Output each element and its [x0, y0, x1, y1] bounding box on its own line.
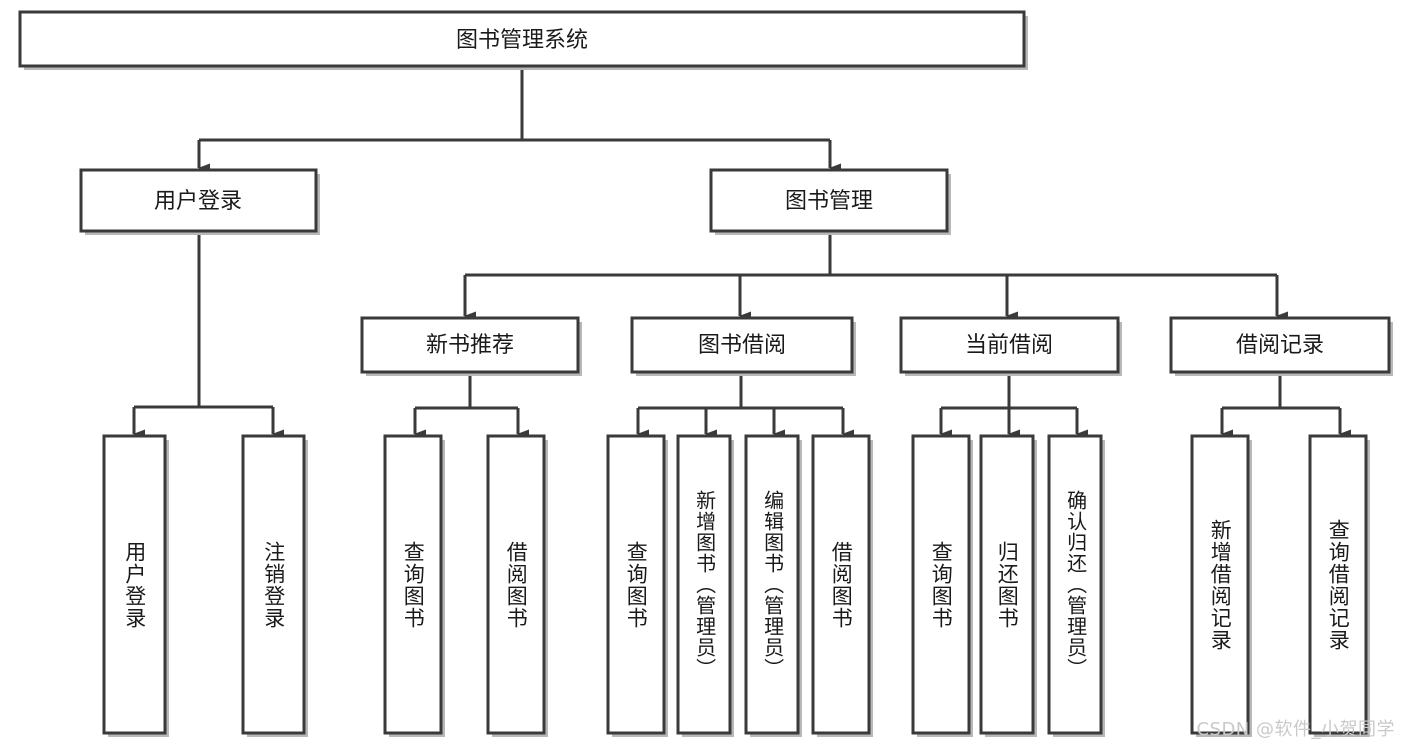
- node-record[interactable]: 借阅记录: [1169, 316, 1393, 376]
- leaf-add-book-box[interactable]: [676, 434, 732, 735]
- leaf-query-book-3-box[interactable]: [911, 434, 971, 735]
- leaf-query-book-2-box[interactable]: [606, 434, 666, 735]
- leaf-add-record-box[interactable]: [1190, 434, 1250, 735]
- node-borrow-label: 图书借阅: [698, 333, 786, 358]
- leaf-user-login-box[interactable]: [102, 434, 167, 735]
- node-newbook-box[interactable]: [360, 316, 580, 374]
- node-login-box[interactable]: [79, 168, 318, 233]
- node-login-label: 用户登录: [154, 189, 242, 214]
- node-current-box[interactable]: [899, 316, 1120, 374]
- node-current-label: 当前借阅: [965, 333, 1053, 358]
- leaf-user-logout-box[interactable]: [241, 434, 306, 735]
- leaf-return-book-box[interactable]: [979, 434, 1035, 735]
- node-newbook[interactable]: 新书推荐: [360, 316, 582, 376]
- node-borrow[interactable]: 图书借阅: [630, 316, 856, 376]
- node-login[interactable]: 用户登录: [79, 168, 320, 235]
- csdn-watermark: CSDN @软件_小贺同学: [1196, 719, 1395, 740]
- node-bookmgr[interactable]: 图书管理: [709, 168, 951, 235]
- node-newbook-label: 新书推荐: [426, 333, 514, 358]
- leaf-confirm-return-box[interactable]: [1047, 434, 1103, 735]
- leaf-query-book-1-box[interactable]: [383, 434, 443, 735]
- leaf-borrow-book-1-box[interactable]: [486, 434, 546, 735]
- node-current[interactable]: 当前借阅: [899, 316, 1122, 376]
- node-record-box[interactable]: [1169, 316, 1391, 374]
- leaf-query-record-box[interactable]: [1308, 434, 1368, 735]
- node-borrow-box[interactable]: [630, 316, 854, 374]
- connector-layer: [132, 67, 1351, 439]
- leaf-edit-book-box[interactable]: [744, 434, 800, 735]
- node-root-box[interactable]: [18, 10, 1026, 68]
- leaf-layer: [102, 434, 1370, 737]
- node-root-label: 图书管理系统: [456, 28, 588, 53]
- node-record-label: 借阅记录: [1236, 333, 1324, 358]
- leaf-borrow-book-2-box[interactable]: [811, 434, 871, 735]
- node-root[interactable]: 图书管理系统: [18, 10, 1028, 70]
- node-bookmgr-box[interactable]: [709, 168, 949, 233]
- node-bookmgr-label: 图书管理: [785, 189, 873, 214]
